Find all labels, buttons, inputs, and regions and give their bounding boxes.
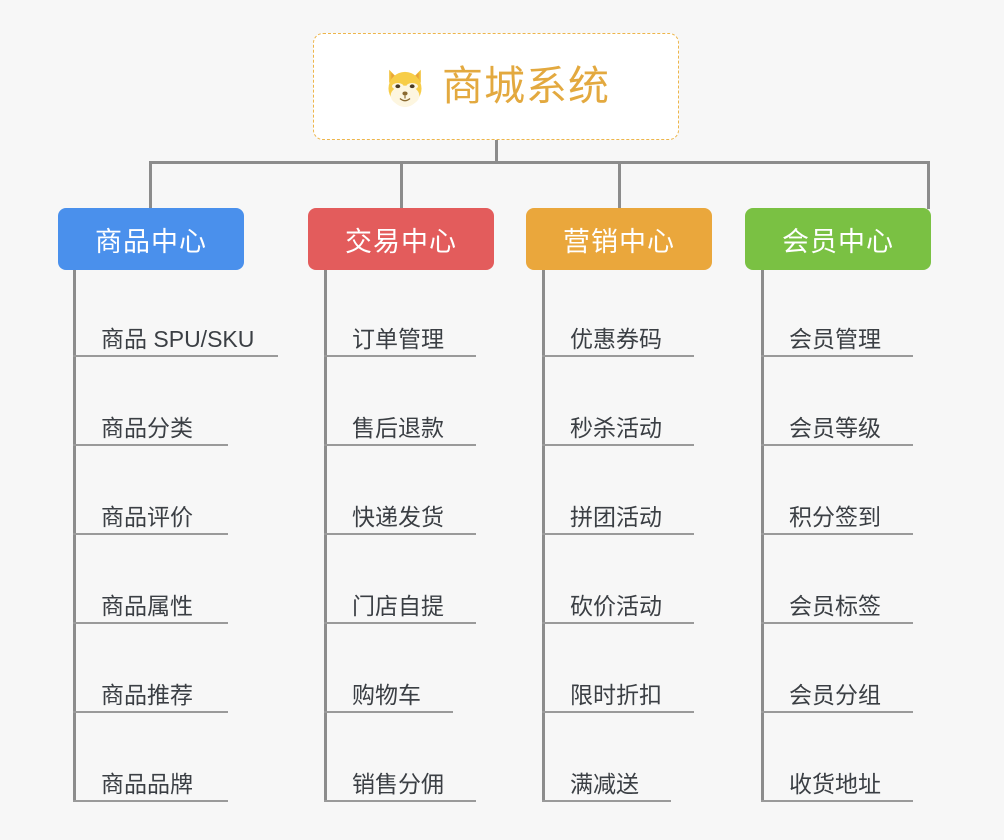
category-header-4[interactable]: 会员中心 [745,208,931,270]
leaf-rule [324,711,453,713]
leaf-rule [761,355,913,357]
root-node[interactable]: 商城系统 [313,33,679,140]
leaf-rule [542,711,694,713]
leaf-label: 商品品牌 [101,771,193,797]
shiba-dog-face-icon [382,64,428,110]
leaf-label: 砍价活动 [570,593,662,619]
category-title-4: 会员中心 [782,226,894,257]
leaf-rule [73,622,228,624]
connector-drop-1 [149,161,152,209]
connector-drop-4 [927,161,930,209]
leaf-label: 商品属性 [101,593,193,619]
leaf-label: 售后退款 [352,415,444,441]
connector-horizontal-bus [149,161,930,164]
leaf-label: 销售分佣 [352,771,444,797]
leaf-rule [73,711,228,713]
leaf-label: 商品评价 [101,504,193,530]
category-header-3[interactable]: 营销中心 [526,208,712,270]
trunk-4 [761,270,764,800]
connector-drop-3 [618,161,621,209]
leaf-label: 门店自提 [352,593,444,619]
leaf-rule [761,800,913,802]
leaf-rule [324,533,476,535]
leaf-rule [761,711,913,713]
leaf-label: 会员标签 [789,593,881,619]
leaf-rule [73,355,278,357]
leaf-label: 优惠券码 [570,326,662,352]
category-header-2[interactable]: 交易中心 [308,208,494,270]
connector-root-stub [495,140,498,164]
leaf-label: 限时折扣 [570,682,662,708]
leaf-rule [761,444,913,446]
leaf-label: 商品 SPU/SKU [101,326,255,352]
leaf-label: 商品分类 [101,415,193,441]
category-header-1[interactable]: 商品中心 [58,208,244,270]
leaf-label: 订单管理 [352,326,444,352]
leaf-rule [542,622,694,624]
leaf-rule [542,444,694,446]
trunk-3 [542,270,545,800]
leaf-rule [324,622,476,624]
leaf-label: 商品推荐 [101,682,193,708]
leaf-label: 秒杀活动 [570,415,662,441]
leaf-label: 拼团活动 [570,504,662,530]
root-title: 商城系统 [442,63,610,109]
leaf-label: 积分签到 [789,504,881,530]
leaf-label: 会员等级 [789,415,881,441]
leaf-label: 快递发货 [352,504,444,530]
category-title-1: 商品中心 [95,226,207,257]
leaf-label: 会员分组 [789,682,881,708]
leaf-rule [73,533,228,535]
trunk-1 [73,270,76,800]
trunk-2 [324,270,327,800]
leaf-label: 会员管理 [789,326,881,352]
leaf-rule [542,800,671,802]
category-title-3: 营销中心 [563,226,675,257]
leaf-label: 满减送 [570,771,639,797]
leaf-label: 购物车 [352,682,421,708]
connector-drop-2 [400,161,403,209]
category-title-2: 交易中心 [345,226,457,257]
leaf-rule [324,444,476,446]
leaf-rule [73,444,228,446]
leaf-rule [761,622,913,624]
leaf-label: 收货地址 [789,771,881,797]
leaf-rule [542,533,694,535]
leaf-rule [324,800,476,802]
leaf-rule [73,800,228,802]
leaf-rule [542,355,694,357]
leaf-rule [324,355,476,357]
leaf-rule [761,533,913,535]
